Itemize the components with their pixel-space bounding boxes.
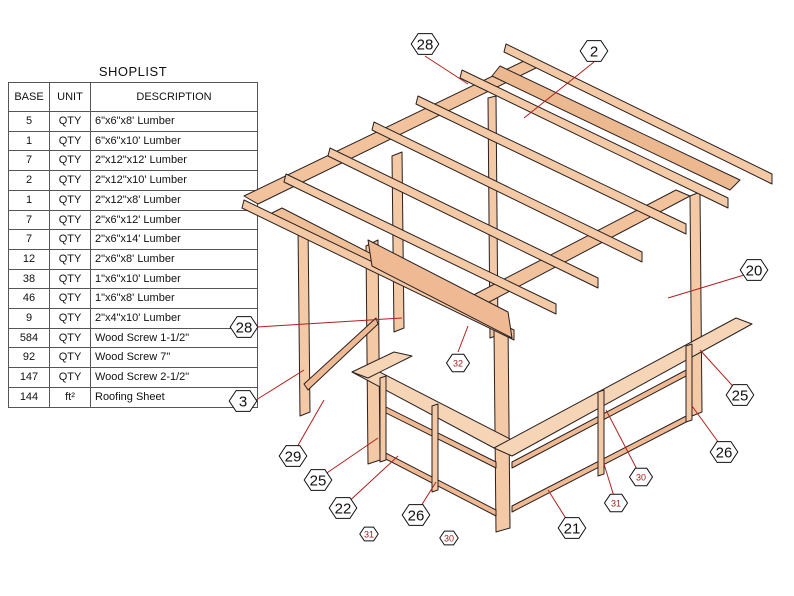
rafter-4 xyxy=(371,121,643,263)
rafter-6 xyxy=(283,173,557,315)
callout-label: 30 xyxy=(636,473,646,483)
callout-c32: 32 xyxy=(445,353,471,373)
leader-lines xyxy=(255,55,755,529)
callout-label: 20 xyxy=(746,263,763,280)
cell-unit: QTY xyxy=(49,209,91,231)
rafter-2 xyxy=(459,69,729,209)
callout-hexagon xyxy=(229,316,259,338)
cell-unit: QTY xyxy=(49,229,91,250)
callout-hexagon xyxy=(328,497,358,519)
callout-c28-top: 28 xyxy=(410,33,440,55)
callout-hexagon xyxy=(359,526,379,542)
cell-unit: QTY xyxy=(49,111,91,132)
callout-label: 3 xyxy=(239,394,247,411)
counter-leg-2 xyxy=(431,403,439,493)
cell-description: 2"x4"x10' Lumber xyxy=(90,308,258,329)
callout-label: 2 xyxy=(590,44,598,61)
callout-hexagon xyxy=(557,517,587,539)
callout-c30-small: 30 xyxy=(439,530,459,546)
callout-c28-mid: 28 xyxy=(229,316,259,338)
cell-description: Roofing Sheet xyxy=(90,386,258,408)
callout-c29: 29 xyxy=(278,445,308,467)
front-top-beam xyxy=(367,239,513,339)
callout-c25-left: 25 xyxy=(303,469,333,491)
callout-hexagon xyxy=(725,384,755,406)
callout-c26-right: 26 xyxy=(709,441,739,463)
callout-hexagon xyxy=(303,469,333,491)
counter-leg-3 xyxy=(597,389,605,477)
counter-leg-1 xyxy=(379,375,387,463)
callout-label: 25 xyxy=(310,473,327,490)
counter-leg-4 xyxy=(685,343,693,423)
callout-hexagon xyxy=(628,467,654,487)
callout-hexagon xyxy=(410,33,440,55)
cell-description: Wood Screw 2-1/2" xyxy=(90,367,258,388)
callout-label: 21 xyxy=(564,521,581,538)
brace-left xyxy=(303,317,379,391)
col-header-unit: UNIT xyxy=(49,82,91,112)
beam-upper-right xyxy=(491,65,741,191)
callout-hexagon xyxy=(739,259,769,281)
post-front-right xyxy=(493,323,511,533)
callout-label: 31 xyxy=(364,530,374,540)
rafter-5 xyxy=(327,147,599,289)
callout-label: 22 xyxy=(335,501,352,518)
callout-c22: 22 xyxy=(328,497,358,519)
counter-top-back xyxy=(351,351,413,379)
callout-hexagon xyxy=(579,40,609,62)
callout-hexagon xyxy=(228,390,258,412)
cell-unit: QTY xyxy=(49,367,91,388)
callout-label: 28 xyxy=(236,320,253,337)
callout-hexagon xyxy=(709,441,739,463)
callout-hexagon xyxy=(445,353,471,373)
callout-label: 31 xyxy=(611,499,621,509)
callout-c2: 2 xyxy=(579,40,609,62)
cell-description: 2"x12"x10' Lumber xyxy=(90,170,258,191)
callout-hexagon xyxy=(439,530,459,546)
callout-hexagon xyxy=(603,493,629,513)
callout-c20: 20 xyxy=(739,259,769,281)
rafter-3 xyxy=(415,95,687,235)
cell-description: 1"x6"x8' Lumber xyxy=(90,288,258,310)
callout-c25-right: 25 xyxy=(725,384,755,406)
rafter-1 xyxy=(503,43,773,185)
callout-c30: 30 xyxy=(628,467,654,487)
cell-unit: QTY xyxy=(49,268,91,290)
callout-hexagon xyxy=(278,445,308,467)
callout-c3: 3 xyxy=(228,390,258,412)
callout-c21: 21 xyxy=(557,517,587,539)
callout-label: 32 xyxy=(453,359,463,369)
callout-label: 29 xyxy=(285,449,302,466)
callout-label: 26 xyxy=(716,445,733,462)
callout-label: 28 xyxy=(417,37,434,54)
callout-c31-small: 31 xyxy=(359,526,379,542)
pergola-structure xyxy=(241,43,773,533)
callout-c26-bottom: 26 xyxy=(401,504,431,526)
callout-hexagon xyxy=(401,504,431,526)
callout-label: 26 xyxy=(408,508,425,525)
cell-description: Wood Screw 7" xyxy=(90,347,258,369)
shoplist-title: SHOPLIST xyxy=(98,64,168,79)
callout-c31: 31 xyxy=(603,493,629,513)
callout-label: 25 xyxy=(732,388,749,405)
callout-label: 30 xyxy=(444,534,454,544)
col-header-description: DESCRIPTION xyxy=(90,82,258,112)
